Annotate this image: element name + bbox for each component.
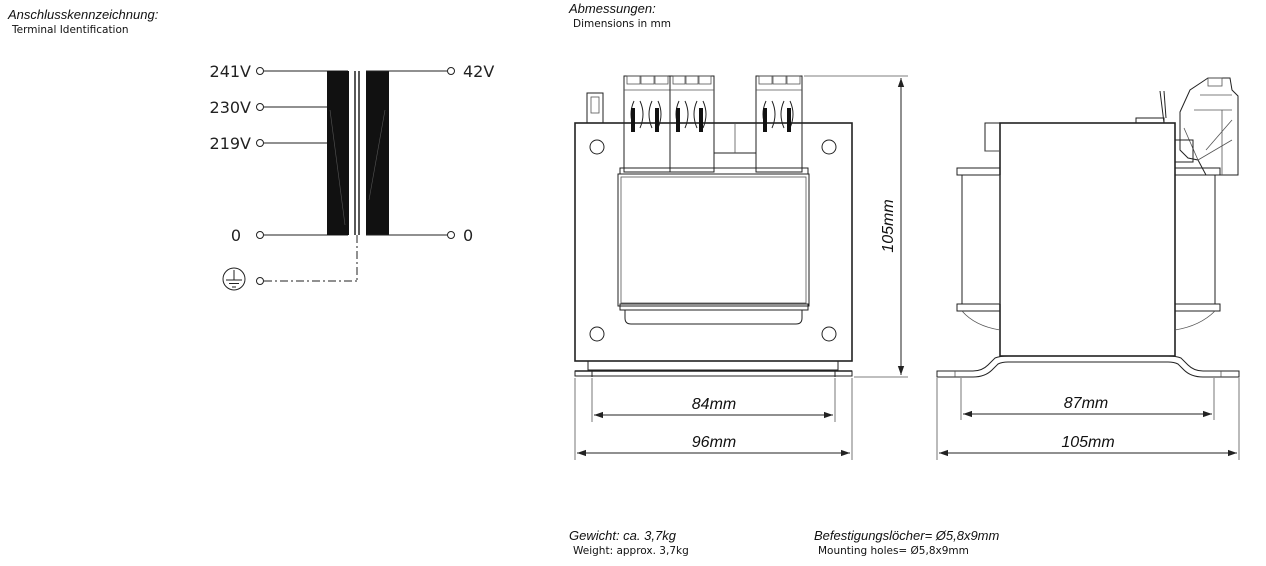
- tap-241v-label: 241V: [210, 62, 252, 81]
- weight-subtitle: Weight: approx. 3,7kg: [573, 545, 689, 557]
- terminal-241v: [256, 67, 264, 75]
- terminal-secondary-0: [447, 231, 455, 239]
- primary-zero-label: 0: [231, 226, 241, 245]
- terminal-42v: [447, 67, 455, 75]
- terminal-block: [623, 75, 671, 173]
- flat-tab-connector: [586, 92, 604, 124]
- mounting-hole-bottom-left: [589, 326, 605, 342]
- wiring-diagram: 241V 230V 219V 0 42V 0: [210, 62, 494, 291]
- terminal-block: [755, 75, 803, 173]
- weight-title: Gewicht: ca. 3,7kg: [569, 528, 677, 543]
- secondary-42v-label: 42V: [463, 62, 494, 81]
- terminal-ground: [256, 277, 264, 285]
- terminal-subtitle: Terminal Identification: [11, 24, 129, 36]
- mounting-hole-top-left: [589, 139, 605, 155]
- terminal-230v: [256, 103, 264, 111]
- side-inner-dimension-label: 87mm: [1064, 395, 1108, 412]
- secondary-zero-label: 0: [463, 226, 473, 245]
- terminal-primary-0: [256, 231, 264, 239]
- front-inner-dimension-label: 84mm: [692, 396, 736, 413]
- dimensions-title: Abmessungen:: [568, 1, 656, 16]
- mounting-hole-bottom-right: [821, 326, 837, 342]
- mounting-holes-subtitle: Mounting holes= Ø5,8x9mm: [818, 545, 969, 557]
- terminal-block: [669, 75, 715, 173]
- mounting-hole-top-right: [821, 139, 837, 155]
- primary-winding: [327, 71, 349, 235]
- terminal-title: Anschlusskennzeichnung:: [7, 7, 159, 22]
- terminal-219v: [256, 139, 264, 147]
- side-terminal-profile: [1179, 77, 1239, 176]
- side-base-plate: [936, 355, 1240, 378]
- height-dimension-label: 105mm: [880, 199, 897, 252]
- tap-219v-label: 219V: [210, 134, 252, 153]
- tap-230v-label: 230V: [210, 98, 252, 117]
- earth-ground-icon: [222, 267, 246, 291]
- front-view: 105mm 84mm 96mm: [574, 75, 908, 460]
- side-outer-dimension-label: 105mm: [1061, 434, 1114, 451]
- mounting-holes-title: Befestigungslöcher= Ø5,8x9mm: [814, 528, 1000, 543]
- front-outer-dimension-label: 96mm: [692, 434, 736, 451]
- side-view: 87mm 105mm: [936, 77, 1240, 460]
- dimensions-subtitle: Dimensions in mm: [573, 18, 671, 30]
